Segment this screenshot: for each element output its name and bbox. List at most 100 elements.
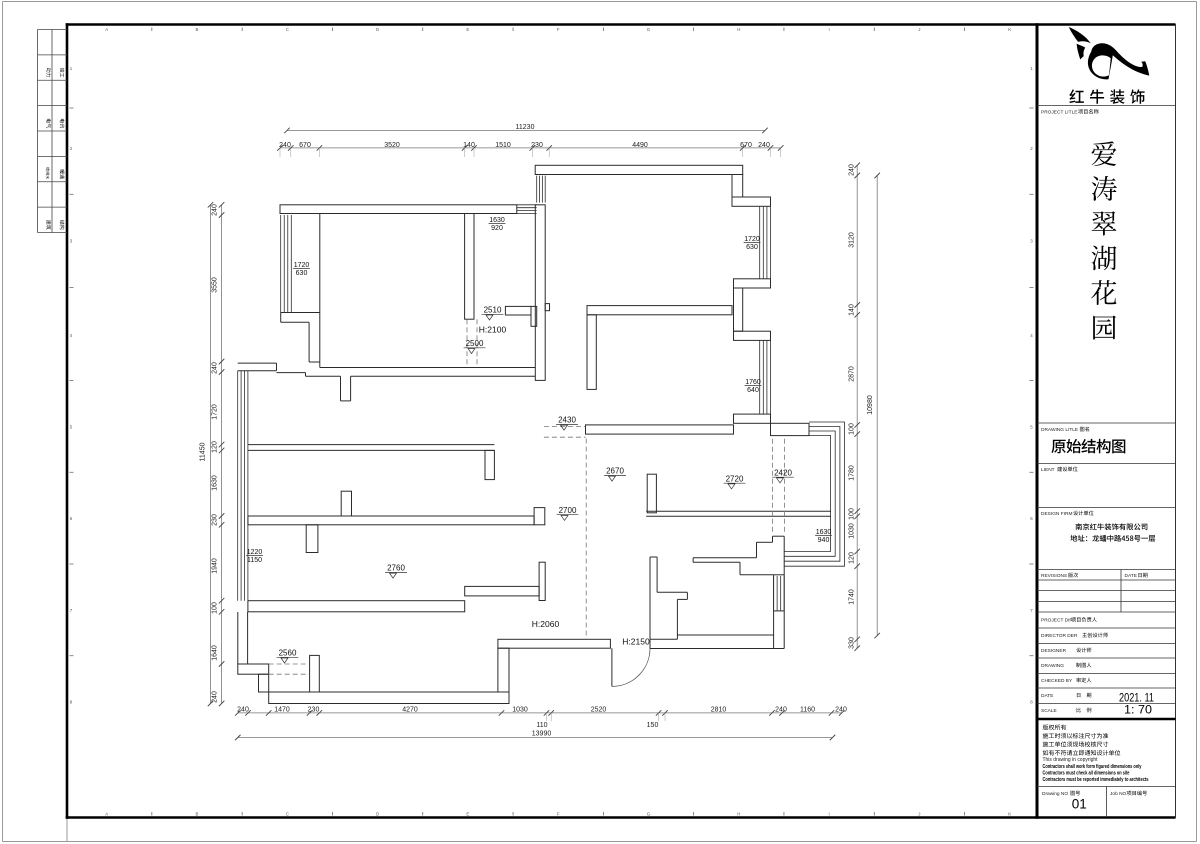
svg-text:01: 01	[1072, 797, 1087, 812]
svg-text:H:2100: H:2100	[479, 325, 507, 335]
svg-text:E: E	[466, 812, 469, 817]
svg-text:4490: 4490	[632, 142, 648, 149]
svg-text:1160: 1160	[800, 706, 815, 713]
svg-text:120: 120	[212, 441, 219, 453]
svg-text:670: 670	[299, 142, 311, 149]
svg-text:13990: 13990	[532, 731, 552, 738]
svg-text:1720: 1720	[294, 262, 310, 269]
svg-text:3: 3	[1030, 239, 1033, 244]
svg-text:1720: 1720	[212, 404, 219, 420]
svg-text:D: D	[376, 812, 379, 817]
svg-text:3550: 3550	[212, 277, 219, 293]
svg-text:240: 240	[279, 142, 291, 149]
svg-text:8: 8	[1030, 700, 1033, 705]
svg-text:240: 240	[212, 691, 219, 703]
svg-text:230: 230	[308, 706, 320, 713]
svg-text:3520: 3520	[384, 142, 400, 149]
svg-text:A: A	[105, 27, 108, 32]
svg-text:2: 2	[70, 146, 73, 151]
svg-text:1510: 1510	[495, 142, 511, 149]
svg-text:330: 330	[849, 637, 856, 649]
svg-text:11230: 11230	[516, 124, 535, 131]
svg-text:1220: 1220	[247, 549, 263, 556]
svg-text:DATE: DATE	[1125, 573, 1137, 579]
svg-text:PROJECT LITLE: PROJECT LITLE	[1041, 110, 1077, 116]
svg-text:G: G	[647, 812, 651, 817]
svg-text:2430: 2430	[558, 416, 576, 425]
svg-text:2760: 2760	[387, 564, 405, 573]
svg-text:4: 4	[1030, 333, 1033, 338]
svg-text:11450: 11450	[200, 442, 207, 461]
svg-text:1630: 1630	[212, 475, 219, 491]
svg-text:DRAWING LITLE: DRAWING LITLE	[1041, 427, 1078, 433]
svg-text:120: 120	[849, 552, 856, 564]
svg-text:CHECKED BY: CHECKED BY	[1041, 678, 1073, 684]
svg-text:2700: 2700	[559, 506, 577, 515]
svg-text:2021. 11: 2021. 11	[1119, 691, 1154, 705]
svg-text:240: 240	[212, 362, 219, 374]
svg-text:6: 6	[70, 516, 73, 521]
svg-text:F: F	[557, 27, 560, 32]
svg-text:240: 240	[758, 142, 770, 149]
svg-text:DESIGN FIRM: DESIGN FIRM	[1041, 511, 1072, 517]
svg-text:100: 100	[849, 423, 856, 435]
svg-text:2420: 2420	[774, 468, 792, 477]
svg-text:DIRECTOR DER: DIRECTOR DER	[1041, 633, 1078, 639]
svg-text:240: 240	[835, 706, 847, 713]
svg-text:100: 100	[849, 508, 856, 520]
svg-text:K: K	[1008, 27, 1011, 32]
svg-text:1: 1	[70, 66, 73, 71]
svg-text:1030: 1030	[849, 523, 856, 539]
svg-text:K: K	[1008, 812, 1011, 817]
svg-text:SCALE: SCALE	[1041, 708, 1057, 714]
svg-text:H:2060: H:2060	[532, 619, 560, 629]
svg-text:B: B	[196, 812, 199, 817]
svg-text:LIENT: LIENT	[1041, 467, 1055, 473]
svg-text:REVISIONS: REVISIONS	[1041, 573, 1067, 579]
svg-text:140: 140	[849, 304, 856, 316]
svg-text:A: A	[105, 812, 108, 817]
svg-text:3120: 3120	[849, 232, 856, 248]
svg-text:Job NO: Job NO	[1110, 791, 1127, 797]
svg-text:1630: 1630	[816, 529, 832, 536]
svg-text:230: 230	[212, 514, 219, 526]
svg-text:H: H	[737, 812, 740, 817]
svg-text:4270: 4270	[402, 706, 418, 713]
svg-text:J: J	[918, 27, 920, 32]
svg-text:920: 920	[491, 225, 503, 232]
svg-text:100: 100	[212, 602, 219, 614]
svg-text:I: I	[828, 812, 829, 817]
svg-text:240: 240	[849, 164, 856, 176]
svg-text:7: 7	[70, 608, 73, 613]
svg-text:1470: 1470	[274, 706, 290, 713]
svg-text:G: G	[647, 27, 651, 32]
svg-text:150: 150	[647, 722, 659, 729]
svg-text:7: 7	[1030, 608, 1033, 613]
svg-text:C: C	[286, 812, 289, 817]
svg-text:I: I	[828, 27, 829, 32]
svg-text:Contractors must check all dim: Contractors must check all dimensions on…	[1043, 771, 1130, 777]
svg-text:1720: 1720	[744, 236, 760, 243]
svg-text:6: 6	[1030, 516, 1033, 521]
svg-text:230: 230	[531, 142, 543, 149]
svg-text:F: F	[557, 812, 560, 817]
svg-text:DRAWING: DRAWING	[1041, 663, 1064, 669]
svg-text:640: 640	[747, 387, 759, 394]
svg-text:4: 4	[70, 333, 73, 338]
svg-text:1940: 1940	[212, 558, 219, 574]
svg-text:2870: 2870	[849, 366, 856, 382]
svg-text:2510: 2510	[484, 306, 502, 315]
svg-text:PROJECT DIR: PROJECT DIR	[1041, 618, 1073, 624]
svg-text:10980: 10980	[867, 395, 874, 415]
svg-text:1640: 1640	[212, 645, 219, 661]
svg-text:1150: 1150	[247, 557, 262, 564]
svg-text:3: 3	[70, 239, 73, 244]
svg-text:D: D	[376, 27, 379, 32]
svg-text:140: 140	[463, 142, 475, 149]
svg-text:2500: 2500	[466, 339, 484, 348]
svg-text:Contractors shall work form fi: Contractors shall work form figured dime…	[1043, 764, 1142, 770]
svg-text:B: B	[196, 27, 199, 32]
svg-text:630: 630	[746, 244, 758, 251]
svg-text:240: 240	[212, 204, 219, 216]
svg-text:1780: 1780	[849, 465, 856, 481]
